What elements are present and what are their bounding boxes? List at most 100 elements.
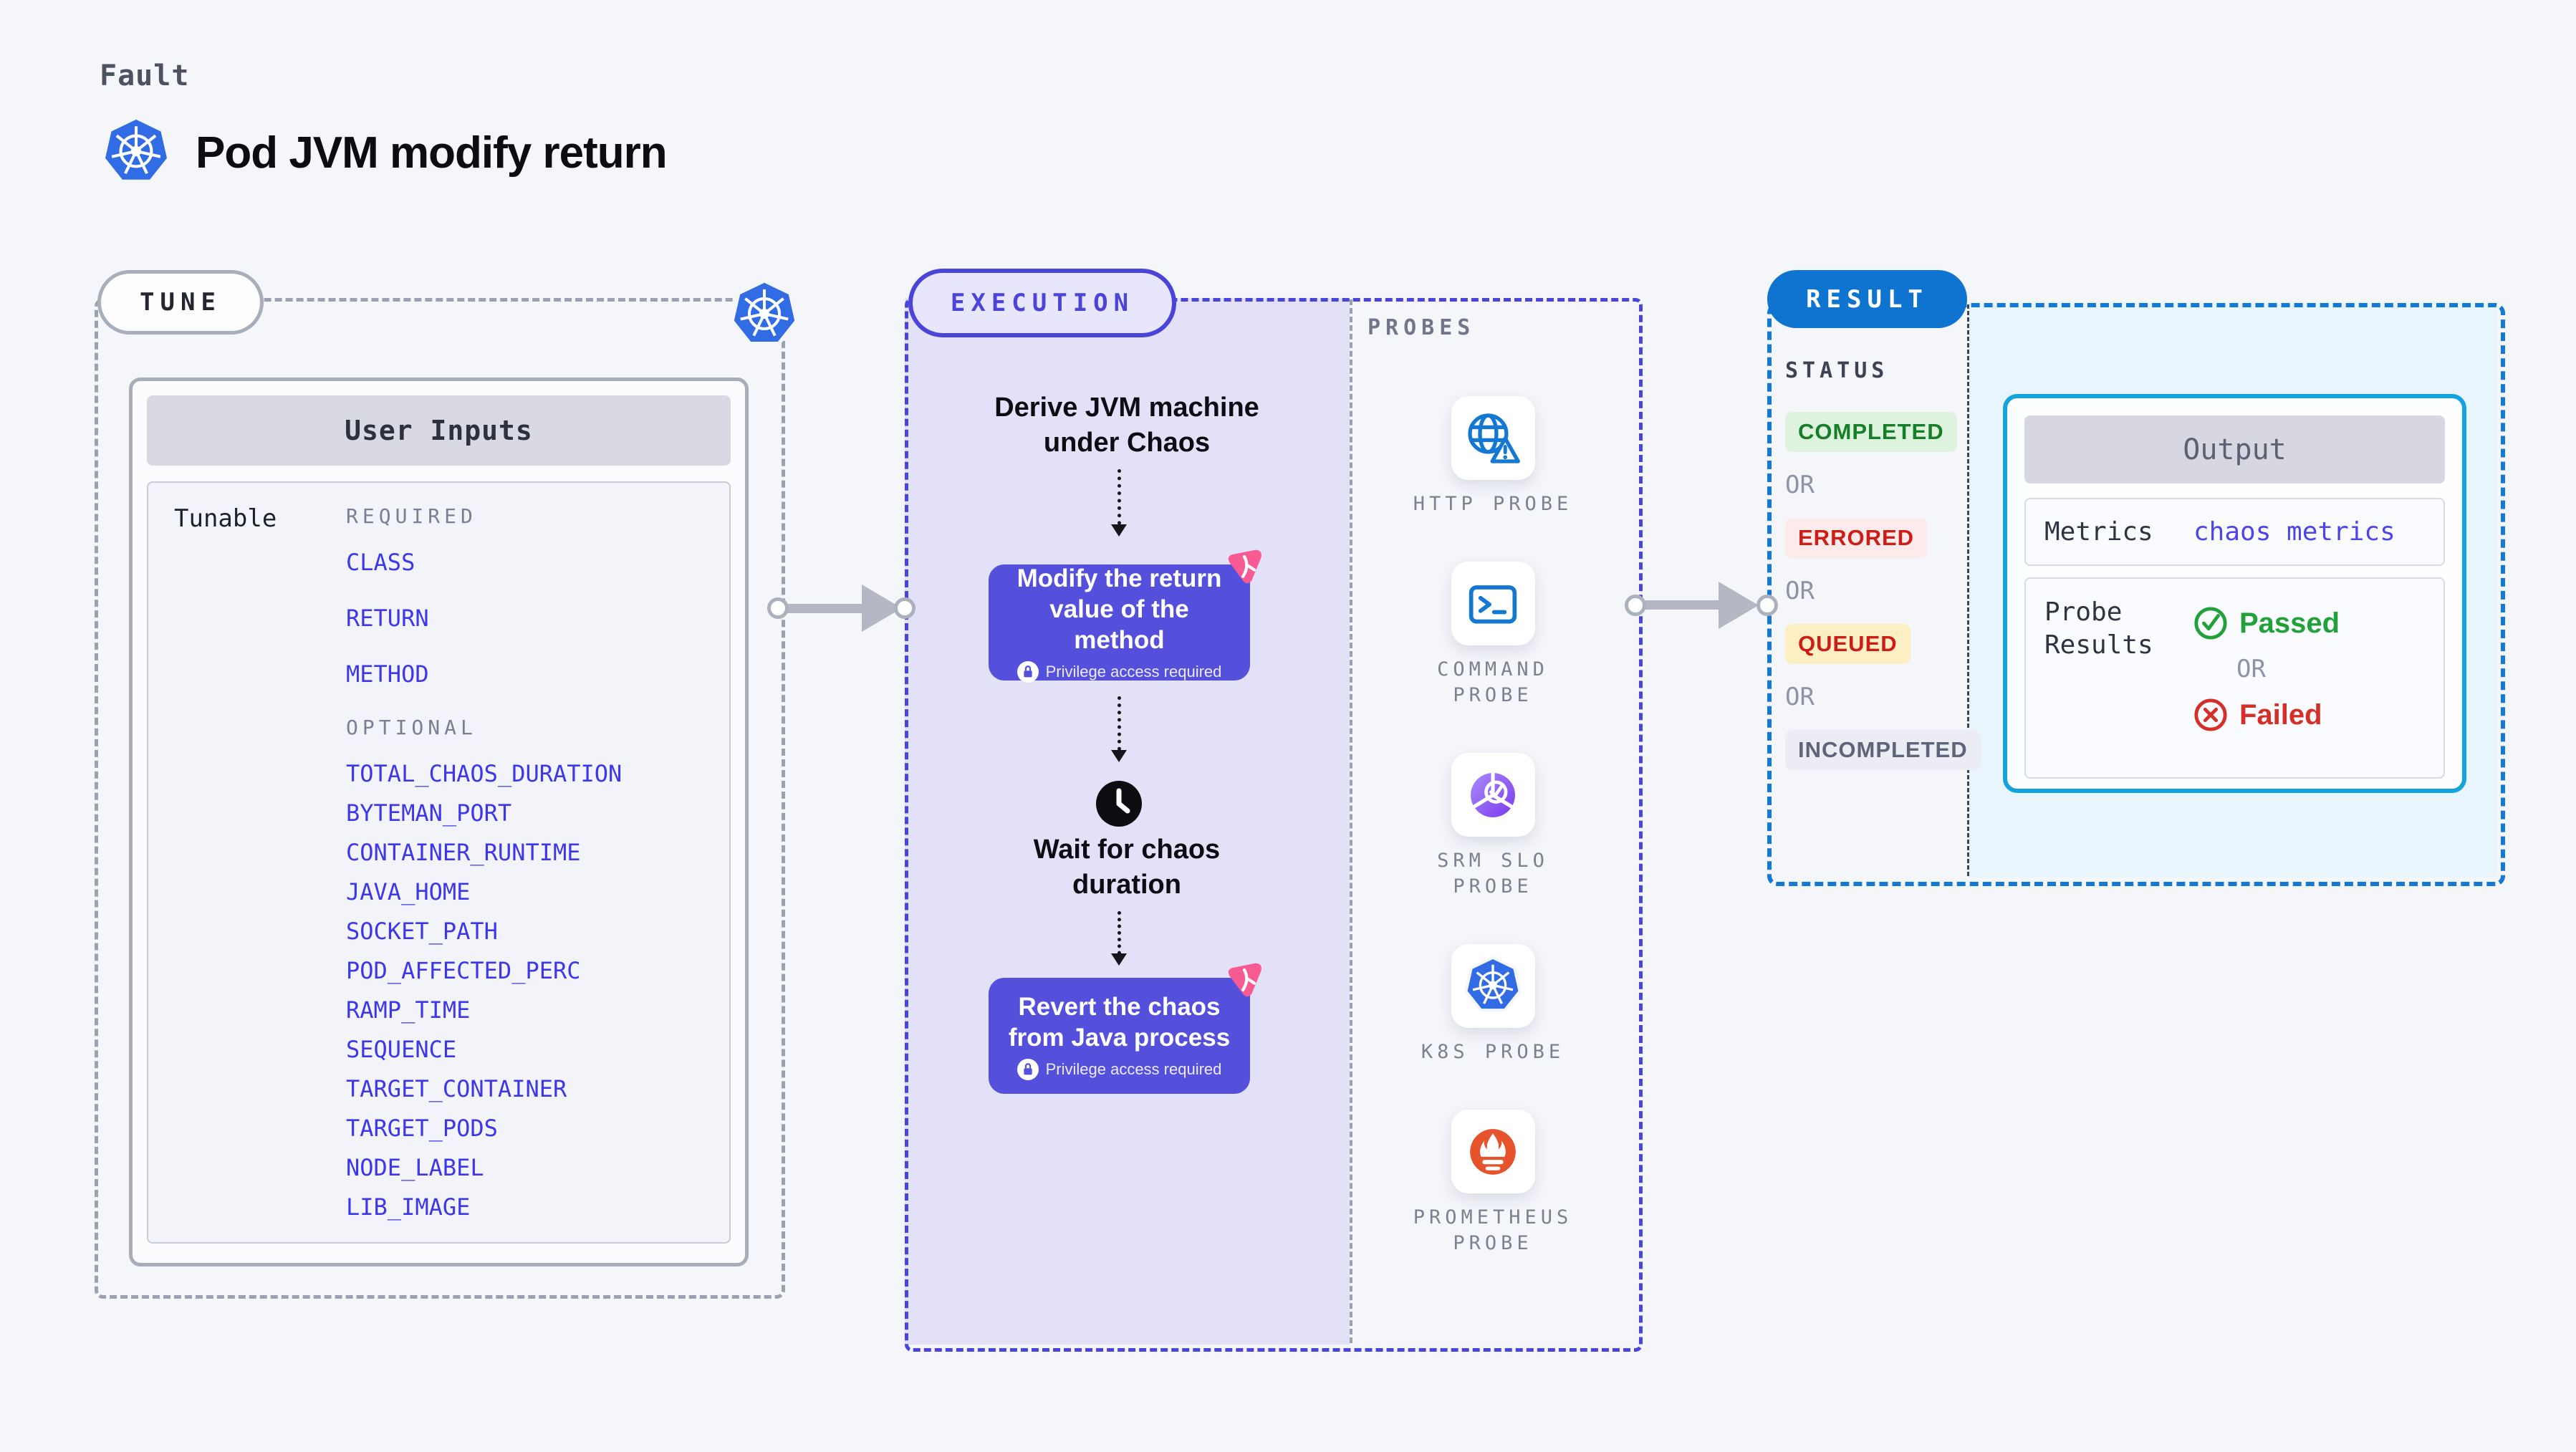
tune-pill: TUNE (97, 270, 264, 335)
status-label: STATUS (1785, 358, 1889, 383)
user-inputs-card: User Inputs Tunable REQUIRED CLASS RETUR… (129, 378, 749, 1266)
connector-dot (1625, 595, 1646, 616)
tunable-label: Tunable (174, 504, 277, 533)
input-item: BYTEMAN_PORT (346, 799, 512, 827)
status-badge-errored: ERRORED (1785, 518, 1928, 558)
status-badge-queued: QUEUED (1785, 624, 1911, 664)
input-item: SOCKET_PATH (346, 918, 498, 945)
clock-icon (1095, 780, 1143, 827)
input-item: TARGET_PODS (346, 1115, 498, 1142)
passed-label: Passed (2239, 607, 2340, 639)
step-derive-jvm: Derive JVM machine under Chaos (994, 393, 1259, 458)
execution-pill: EXECUTION (908, 269, 1176, 337)
input-item: METHOD (346, 660, 429, 688)
probe-card (1451, 753, 1535, 837)
probe-label: K8S PROBE (1421, 1041, 1565, 1063)
result-pill: RESULT (1767, 270, 1967, 328)
output-title: Output (2024, 415, 2445, 484)
probe-results-values: Passed OR Failed (2193, 596, 2340, 777)
privilege-label: Privilege access required (1045, 1060, 1222, 1078)
tune-section-box (95, 298, 785, 1299)
input-item: SEQUENCE (346, 1036, 457, 1063)
metrics-label: Metrics (2044, 516, 2153, 547)
litmus-chaos-icon (1224, 546, 1264, 586)
fault-kicker: Fault (100, 59, 190, 92)
probe-k8s: K8S PROBE (1396, 944, 1590, 1065)
status-badge-completed: COMPLETED (1785, 412, 1957, 452)
action-label: Modify the return value of the method (1017, 564, 1222, 654)
x-circle-icon (2193, 698, 2228, 732)
probe-srm-slo: SRM SLO PROBE (1396, 753, 1590, 900)
down-arrow (1111, 911, 1127, 966)
flow-arrow (784, 604, 865, 613)
flow-arrowhead (1719, 582, 1759, 629)
kubernetes-icon (729, 278, 800, 352)
optional-group-label: OPTIONAL (346, 716, 477, 739)
probe-label: PROMETHEUS PROBE (1413, 1206, 1573, 1254)
passed-line: Passed (2193, 606, 2340, 640)
step-modify-return: Modify the return value of the method Pr… (989, 564, 1250, 683)
probes-section-label: PROBES (1368, 315, 1476, 340)
title-row: Pod JVM modify return (100, 115, 668, 191)
probe-label: SRM SLO PROBE (1437, 850, 1549, 898)
status-column: STATUS COMPLETED OR ERRORED OR QUEUED OR… (1785, 358, 1981, 770)
terminal-icon (1464, 574, 1522, 633)
down-arrow (1111, 469, 1127, 537)
probe-command: COMMAND PROBE (1396, 562, 1590, 708)
step-revert-chaos: Revert the chaos from Java process Privi… (989, 978, 1250, 1094)
flow-arrow (1642, 600, 1721, 610)
input-item: TARGET_CONTAINER (346, 1075, 567, 1102)
kubernetes-icon (100, 115, 173, 191)
probe-card (1451, 396, 1535, 480)
execution-probes-divider (1350, 299, 1352, 1343)
or-label: OR (1785, 577, 1815, 605)
failed-line: Failed (2193, 698, 2340, 732)
execution-section-box (905, 298, 1643, 1352)
output-card: Output Metrics chaos metrics Probe Resul… (2003, 394, 2466, 793)
probe-http: HTTP PROBE (1396, 396, 1590, 517)
probe-prometheus: PROMETHEUS PROBE (1396, 1110, 1590, 1256)
metrics-row: Metrics chaos metrics (2024, 498, 2445, 566)
probe-label: HTTP PROBE (1413, 493, 1573, 515)
probe-results-label: Probe Results (2044, 597, 2153, 660)
input-item: LIB_IMAGE (346, 1193, 471, 1221)
input-item: CLASS (346, 549, 415, 576)
connector-dot (894, 597, 915, 619)
action-label: Revert the chaos from Java process (1008, 993, 1231, 1052)
privilege-label: Privilege access required (1045, 662, 1222, 681)
required-group-label: REQUIRED (346, 504, 477, 528)
or-label: OR (1785, 471, 1815, 499)
status-output-divider (1967, 304, 1969, 876)
probe-results-row: Probe Results Passed OR Failed (2024, 577, 2445, 779)
probes-list: HTTP PROBE COMMAND PROBE SRM SLO PROBE K… (1350, 396, 1636, 1256)
slo-check-icon (1462, 764, 1524, 826)
down-arrow (1111, 696, 1127, 762)
or-label: OR (1785, 683, 1815, 711)
tunable-items: REQUIRED CLASS RETURN METHOD OPTIONAL TO… (346, 504, 622, 1242)
metrics-value: chaos metrics (2193, 517, 2395, 547)
lock-icon (1017, 1059, 1039, 1080)
connector-dot (767, 597, 789, 619)
input-item: CONTAINER_RUNTIME (346, 839, 581, 866)
failed-label: Failed (2239, 698, 2322, 731)
prometheus-icon (1462, 1121, 1524, 1183)
input-item: TOTAL_CHAOS_DURATION (346, 760, 623, 787)
or-label: OR (2236, 655, 2266, 683)
lock-icon (1017, 660, 1039, 683)
kubernetes-icon (1463, 955, 1523, 1018)
page-title: Pod JVM modify return (196, 128, 668, 178)
privilege-badge: Privilege access required (1017, 660, 1222, 683)
probe-card (1451, 944, 1535, 1028)
status-badge-incompleted: INCOMPLETED (1785, 730, 1981, 770)
globe-alert-icon (1464, 409, 1522, 468)
probe-label: COMMAND PROBE (1437, 658, 1549, 706)
input-item: NODE_LABEL (346, 1154, 484, 1181)
probe-card (1451, 1110, 1535, 1193)
user-inputs-list: Tunable REQUIRED CLASS RETURN METHOD OPT… (147, 481, 731, 1244)
step-wait-duration: Wait for chaos duration (1033, 835, 1221, 900)
input-item: RAMP_TIME (346, 996, 471, 1024)
probe-card (1451, 562, 1535, 645)
input-item: JAVA_HOME (346, 878, 471, 905)
input-item: RETURN (346, 605, 429, 632)
